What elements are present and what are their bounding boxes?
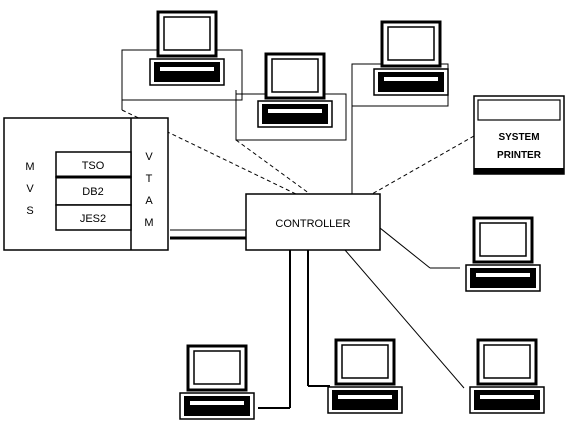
vtam-letter: M	[144, 217, 153, 229]
mvs-letter: S	[26, 205, 33, 217]
mvs-letter: M	[25, 161, 34, 173]
controller-label: CONTROLLER	[275, 218, 350, 230]
system-printer: SYSTEM PRINTER	[473, 95, 565, 175]
terminal-top-middle	[235, 52, 347, 141]
subsystem-jes2: JES2	[80, 213, 106, 225]
terminal-bottom-middle	[326, 338, 404, 415]
terminal-right	[464, 216, 542, 293]
vtam-letter: A	[145, 195, 153, 207]
vtam-label: V T A M	[144, 151, 153, 229]
mvs-letter: V	[26, 183, 34, 195]
mainframe: M V S TSO DB2 JES2 V T A M	[3, 117, 169, 251]
printer-label-line2: PRINTER	[497, 150, 542, 161]
subsystem-db2: DB2	[82, 186, 103, 198]
terminal-top-right	[351, 20, 450, 107]
subsystem-stack: TSO DB2 JES2	[55, 151, 132, 231]
connection-lines	[121, 62, 475, 409]
mvs-label: M V S	[25, 161, 34, 217]
vtam-letter: T	[146, 173, 153, 185]
subsystem-tso: TSO	[82, 160, 105, 172]
terminal-top-left	[121, 10, 243, 101]
vtam-letter: V	[145, 151, 153, 163]
controller: CONTROLLER	[245, 193, 381, 251]
printer-label-line1: SYSTEM	[498, 132, 539, 143]
terminal-bottom-right	[468, 338, 546, 415]
terminal-bottom-left	[178, 344, 256, 421]
